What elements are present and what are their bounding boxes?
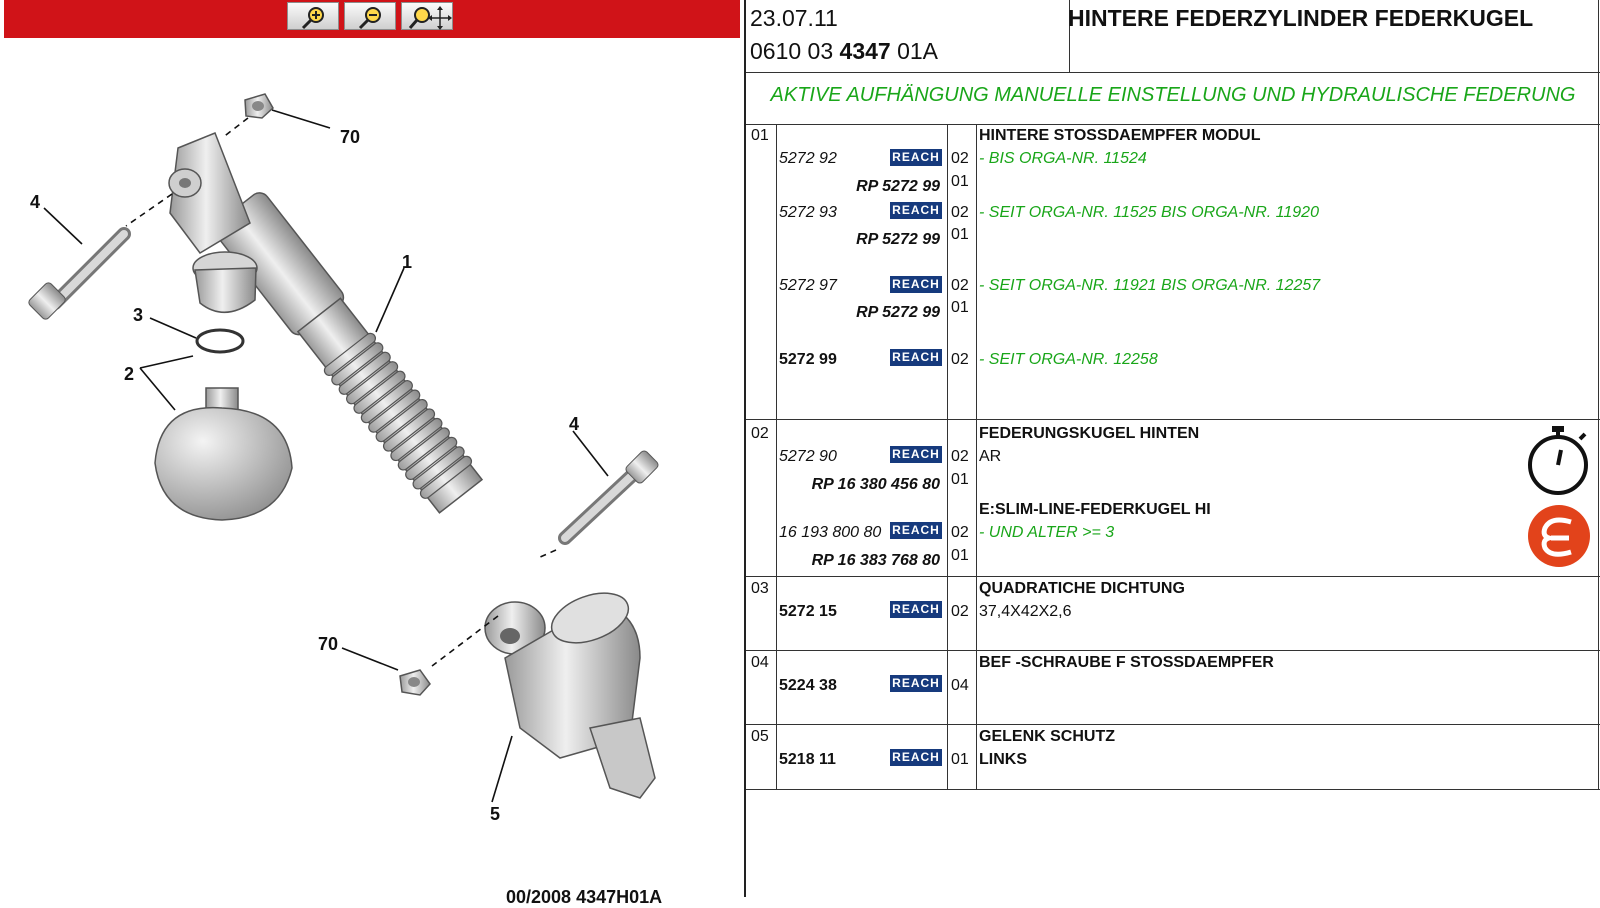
callout-label: 4 — [30, 192, 40, 212]
callout-label: 1 — [402, 252, 412, 272]
nut — [399, 669, 431, 696]
quantity: 02 — [951, 351, 969, 368]
part-subtitle: E:SLIM-LINE-FEDERKUGEL HI — [979, 501, 1211, 518]
replacement-part-number[interactable]: RP 5272 99 — [856, 178, 940, 195]
part-spec: LINKS — [979, 751, 1027, 768]
quantity: 02 — [951, 524, 969, 541]
zoom-toolbar — [4, 0, 740, 38]
part-number[interactable]: 5272 99 — [779, 351, 837, 368]
quantity: 01 — [951, 471, 969, 488]
reach-badge: REACH — [890, 601, 942, 618]
replacement-part-number[interactable]: RP 5272 99 — [856, 231, 940, 248]
position-number: 01 — [751, 127, 769, 144]
part-number[interactable]: 5224 38 — [779, 677, 837, 694]
replacement-part-number[interactable]: RP 5272 99 — [856, 304, 940, 321]
quantity: 02 — [951, 603, 969, 620]
part-spec: AR — [979, 448, 1002, 465]
quantity: 02 — [951, 277, 969, 294]
diagram-pane: 70 4 1 3 2 4 70 5 00/2008 4347H01A — [0, 0, 740, 907]
reach-badge: REACH — [890, 749, 942, 766]
position-number: 05 — [751, 728, 769, 745]
quantity: 02 — [951, 448, 969, 465]
catalog-code: 0610 03 4347 01A — [750, 38, 939, 64]
reach-badge: REACH — [890, 446, 942, 463]
part-title: QUADRATICHE DICHTUNG — [979, 580, 1185, 597]
joint-cover — [504, 592, 656, 799]
reach-badge: REACH — [890, 202, 942, 219]
part-number[interactable]: 5272 90 — [779, 448, 837, 465]
reach-badge: REACH — [890, 522, 942, 539]
callout-label: 70 — [340, 127, 360, 147]
part-title: HINTERE STOSSDAEMPFER MODUL — [979, 127, 1261, 144]
part-number[interactable]: 5218 11 — [779, 751, 836, 768]
zoom-move-button[interactable] — [401, 2, 453, 30]
reach-badge: REACH — [890, 149, 942, 166]
part-title: GELENK SCHUTZ — [979, 728, 1115, 745]
pane-divider — [744, 0, 746, 897]
callout-label: 5 — [490, 804, 500, 824]
part-title: BEF -SCHRAUBE F STOSSDAEMPFER — [979, 654, 1274, 671]
catalog-date: 23.07.11 — [750, 5, 838, 31]
callout-label: 4 — [569, 414, 579, 434]
part-number[interactable]: 5272 92 — [779, 150, 837, 167]
part-number[interactable]: 5272 97 — [779, 277, 837, 294]
zoom-move-icon — [408, 6, 452, 30]
quantity: 01 — [951, 226, 969, 243]
part-number[interactable]: 5272 15 — [779, 603, 837, 620]
part-note: - SEIT ORGA-NR. 12258 — [979, 351, 1158, 368]
parts-list-pane: 23.07.11 0610 03 4347 01A HINTERE FEDERZ… — [746, 0, 1600, 897]
exploded-parts-diagram: 70 4 1 3 2 4 70 5 — [28, 93, 659, 824]
part-note: - SEIT ORGA-NR. 11921 BIS ORGA-NR. 12257 — [979, 277, 1321, 294]
part-number[interactable]: 16 193 800 80 — [779, 524, 882, 541]
callout-label: 70 — [318, 634, 338, 654]
position-number: 03 — [751, 580, 769, 597]
zoom-out-button[interactable] — [344, 2, 396, 30]
nut — [244, 93, 274, 119]
eurorepar-e-icon[interactable] — [1527, 504, 1591, 568]
replacement-part-number[interactable]: RP 16 380 456 80 — [811, 476, 940, 493]
position-number: 02 — [751, 425, 769, 442]
suspension-sphere — [154, 387, 293, 521]
position-number: 04 — [751, 654, 769, 671]
quantity: 01 — [951, 751, 969, 768]
mounting-bolt — [28, 227, 131, 320]
reach-badge: REACH — [890, 276, 942, 293]
part-spec: 37,4X42X2,6 — [979, 603, 1072, 620]
section-subtitle: AKTIVE AUFHÄNGUNG MANUELLE EINSTELLUNG U… — [770, 84, 1576, 106]
quantity: 02 — [951, 204, 969, 221]
quantity: 01 — [951, 173, 969, 190]
quantity: 02 — [951, 150, 969, 167]
part-note: - BIS ORGA-NR. 11524 — [979, 150, 1147, 167]
part-title: FEDERUNGSKUGEL HINTEN — [979, 425, 1200, 442]
zoom-out-icon — [358, 7, 381, 30]
shock-absorber — [168, 132, 546, 655]
sheet-reference: 00/2008 4347H01A — [506, 887, 663, 907]
quantity: 01 — [951, 299, 969, 316]
square-seal-ring — [195, 328, 245, 354]
part-note: - SEIT ORGA-NR. 11525 BIS ORGA-NR. 11920 — [979, 204, 1319, 221]
quantity: 04 — [951, 677, 969, 694]
mounting-bolt — [558, 450, 659, 545]
zoom-in-icon — [301, 7, 324, 30]
page-title: HINTERE FEDERZYLINDER FEDERKUGEL — [1068, 5, 1534, 31]
reach-badge: REACH — [890, 349, 942, 366]
part-note: - UND ALTER >= 3 — [979, 524, 1115, 541]
zoom-in-button[interactable] — [287, 2, 339, 30]
part-number[interactable]: 5272 93 — [779, 204, 837, 221]
stopwatch-icon[interactable] — [1525, 422, 1591, 498]
replacement-part-number[interactable]: RP 16 383 768 80 — [811, 552, 940, 569]
callout-label: 2 — [124, 364, 134, 384]
reach-badge: REACH — [890, 675, 942, 692]
quantity: 01 — [951, 547, 969, 564]
callout-label: 3 — [133, 305, 143, 325]
